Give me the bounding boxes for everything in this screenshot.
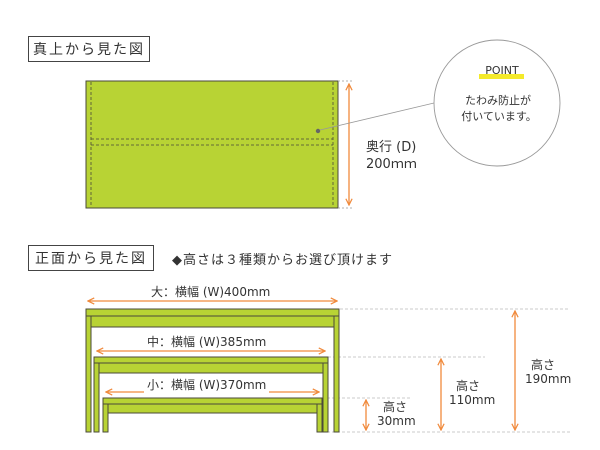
depth-label: 奥行 (D) [366, 140, 417, 155]
callout-circle [433, 39, 561, 167]
medium-height-label: 高さ [456, 379, 481, 393]
height-options-note: ◆高さは３種類からお選び頂けます [172, 253, 393, 268]
height-guides [322, 308, 570, 433]
point-callout [319, 39, 561, 167]
depth-value: 200ｍｍ [366, 157, 417, 172]
top-view-board [85, 80, 339, 209]
large-height-label: 高さ [531, 358, 556, 372]
medium-height-value: 110mm [449, 393, 496, 407]
small-height-label: 高さ [383, 400, 408, 414]
small-table [102, 397, 323, 433]
front-view-title: 正面から見た図 [35, 251, 147, 267]
board-top-surface [85, 80, 339, 209]
depth-dimension [338, 80, 352, 209]
large-height-value: 190mm [525, 372, 572, 386]
large-width-label: 大：横幅 (W)400mm [148, 283, 274, 300]
point-highlight [479, 74, 524, 79]
reinforcement-point-dot [315, 128, 321, 134]
large-table [85, 308, 340, 433]
small-height-value: 30mm [377, 414, 416, 428]
small-width-label: 小：横幅 (W)370mm [144, 376, 270, 393]
medium-table [93, 356, 329, 433]
callout-leader-line [319, 102, 435, 131]
point-line-1: たわみ防止が [465, 94, 531, 107]
point-heading: POINT [485, 64, 519, 77]
front-view-title-box: 正面から見た図 [28, 245, 154, 271]
medium-width-label: 中：横幅 (W)385mm [144, 333, 270, 350]
point-line-2: 付いています。 [461, 110, 537, 123]
top-view-title-box: 真上から見た図 [28, 36, 150, 62]
top-view-title: 真上から見た図 [33, 42, 145, 58]
